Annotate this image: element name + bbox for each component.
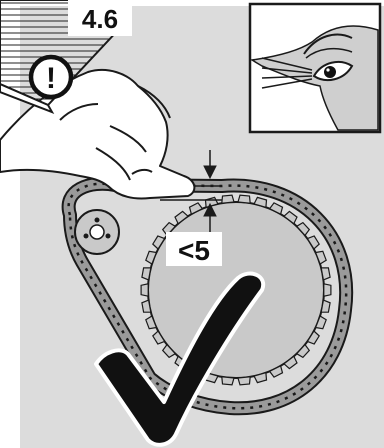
sprocket-tooth	[238, 377, 250, 385]
exclamation-circle-icon: !	[31, 57, 71, 97]
sprocket-tooth	[321, 268, 330, 280]
sprocket-tooth	[142, 300, 151, 312]
sprocket-tooth	[324, 284, 331, 296]
sprocket-tooth	[142, 268, 151, 280]
sprocket-tooth	[222, 195, 234, 203]
step-number: 4.6	[82, 4, 118, 34]
sprocket-tooth	[141, 284, 148, 296]
sprocket-tooth	[222, 377, 234, 385]
warning-symbol: !	[46, 62, 56, 95]
sprocket-tooth	[238, 195, 250, 203]
sprocket-tooth	[321, 300, 330, 312]
eye-inspection-inset	[250, 4, 380, 132]
measurement-label: <5	[178, 235, 210, 266]
front-sprocket	[75, 210, 119, 254]
